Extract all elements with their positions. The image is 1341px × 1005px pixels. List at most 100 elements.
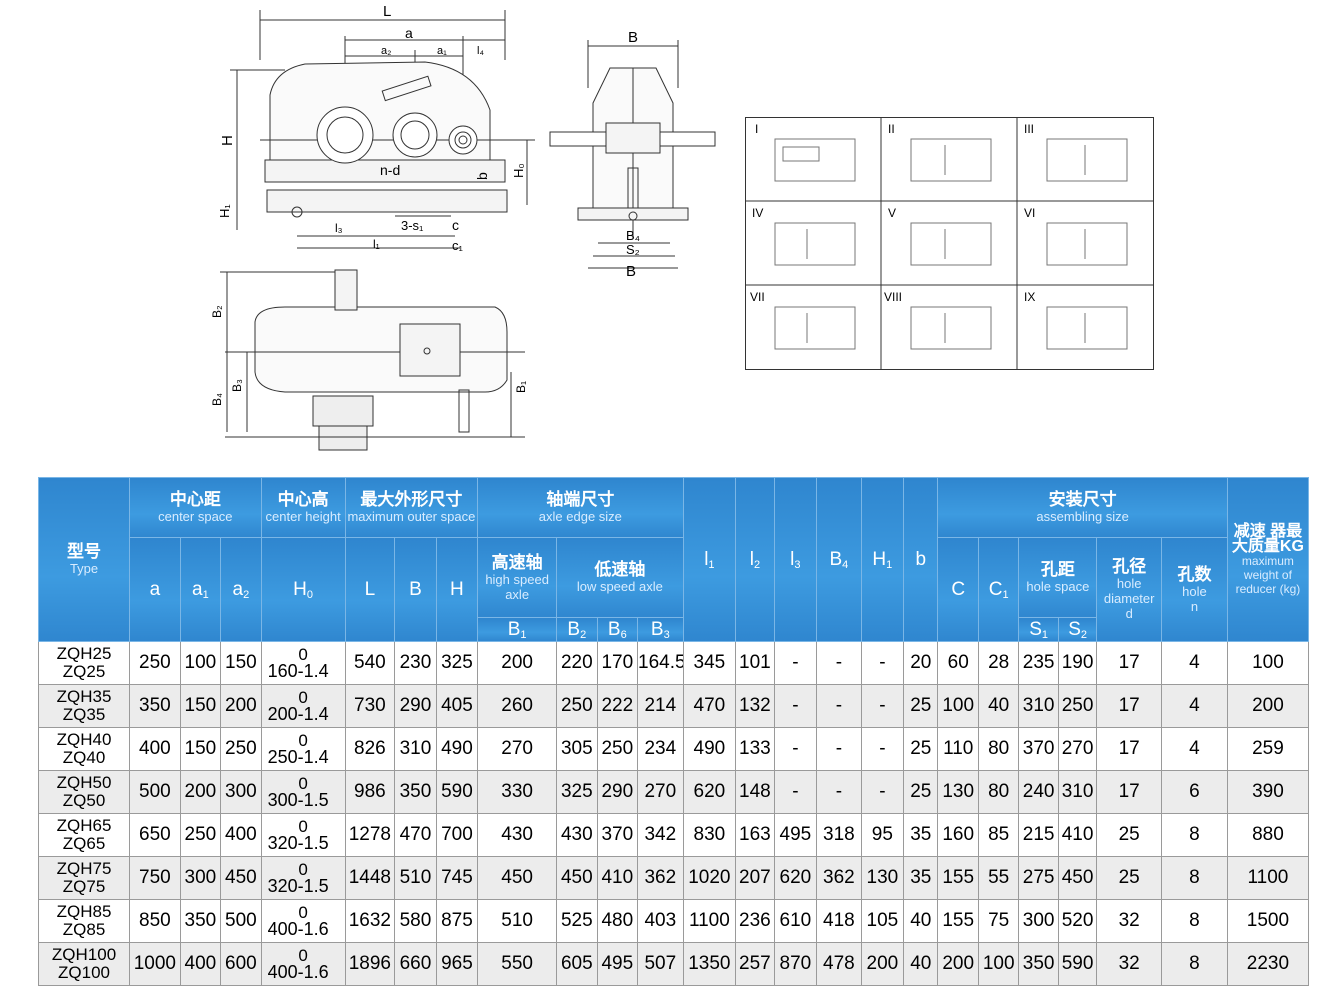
cell-n: 4 [1161,641,1228,685]
cell-H: 405 [435,684,479,728]
cell-S2: 410 [1057,813,1098,857]
cell-a2: 500 [220,899,262,943]
cell-type1: ZQH75 [56,859,112,878]
cell-B1: 260 [477,684,558,728]
cell-S1: 300 [1018,899,1059,943]
cell-l3: 610 [773,899,818,943]
cell-B6: 495 [596,942,639,986]
cell-b: 25 [903,727,939,771]
cell-d: 25 [1096,813,1163,857]
label-side-B4: B₄ [626,228,640,243]
cell-H: 590 [435,770,479,814]
assembly-label-7: VII [750,290,765,304]
th-B3: B3 [637,617,684,642]
cell-H0-tolerance: 0 [298,946,308,965]
cell-C1: 85 [977,813,1020,857]
cell-L: 1278 [344,813,396,857]
cell-l2: 133 [735,727,775,771]
cell-kg: 1100 [1226,856,1310,900]
label-c1: c₁ [452,238,464,253]
cell-n: 4 [1161,684,1228,728]
cell-a: 400 [129,727,181,771]
cell-B3: 403 [637,899,684,943]
cell-L: 1632 [344,899,396,943]
label-l4: l₄ [477,45,484,57]
cell-l2: 207 [735,856,775,900]
cell-B3: 362 [637,856,684,900]
cell-B4: 478 [816,942,862,986]
cell-type2: ZQ35 [62,705,106,724]
cell-S2: 520 [1057,899,1098,943]
cell-H0-value: 400-1.6 [267,962,329,982]
cell-l2: 132 [735,684,775,728]
cell-type2: ZQ85 [62,920,106,939]
cell-l3: - [773,727,818,771]
cell-B1: 430 [477,813,558,857]
label-L: L [383,3,391,20]
assembly-label-2: II [888,122,895,136]
th-a: a [129,537,181,642]
cell-a: 500 [129,770,181,814]
cell-B: 510 [394,856,437,900]
cell-L: 540 [344,641,396,685]
cell-H: 745 [435,856,479,900]
cell-n: 8 [1161,899,1228,943]
label-l1: l₁ [373,237,380,251]
cell-a: 750 [129,856,181,900]
th-a2: a2 [220,537,262,642]
cell-l1: 470 [682,684,737,728]
cell-H0-tolerance: 0 [298,645,308,664]
cell-n: 4 [1161,727,1228,771]
cell-b: 40 [903,942,939,986]
cell-H: 490 [435,727,479,771]
cell-B2: 430 [556,813,598,857]
cell-type2: ZQ25 [62,662,106,681]
cell-a: 350 [129,684,181,728]
cell-H: 325 [435,641,479,685]
cell-H0-value: 320-1.5 [267,833,329,853]
cell-C1: 80 [977,727,1020,771]
label-side-B-bottom: B [626,263,636,278]
cell-B2: 305 [556,727,598,771]
cell-B6: 250 [596,727,639,771]
cell-L: 1448 [344,856,396,900]
cell-H0-value: 320-1.5 [267,876,329,896]
label-top-B1: B₁ [514,381,528,393]
cell-l2: 236 [735,899,775,943]
th-B1: B1 [477,617,558,642]
cell-a2: 450 [220,856,262,900]
cell-B4: - [816,684,862,728]
cell-d: 17 [1096,770,1163,814]
th-L: L [344,537,396,642]
assembly-label-5: V [888,206,896,220]
cell-B3: 164.5 [637,641,684,685]
cell-B4: 418 [816,899,862,943]
cell-d: 32 [1096,899,1163,943]
cell-type1: ZQH35 [56,687,112,706]
cell-kg: 390 [1226,770,1310,814]
cell-type1: ZQH85 [56,902,112,921]
assembly-label-3: III [1024,122,1034,136]
cell-a: 1000 [129,942,181,986]
cell-a1: 300 [179,856,222,900]
cell-H0-value: 160-1.4 [267,661,329,681]
cell-L: 730 [344,684,396,728]
cell-B2: 525 [556,899,598,943]
cell-H0-value: 200-1.4 [267,704,329,724]
cell-S1: 370 [1018,727,1059,771]
label-c: c [452,217,459,233]
th-B2: B2 [556,617,598,642]
side-view-drawing: B B₄ S₂ B [548,28,723,278]
front-view-drawing: L a a₂ a₁ l₄ H H₀ b n-d H₁ l₃ 3-s₁ c c₁ … [205,0,535,260]
cell-H1: 130 [860,856,905,900]
